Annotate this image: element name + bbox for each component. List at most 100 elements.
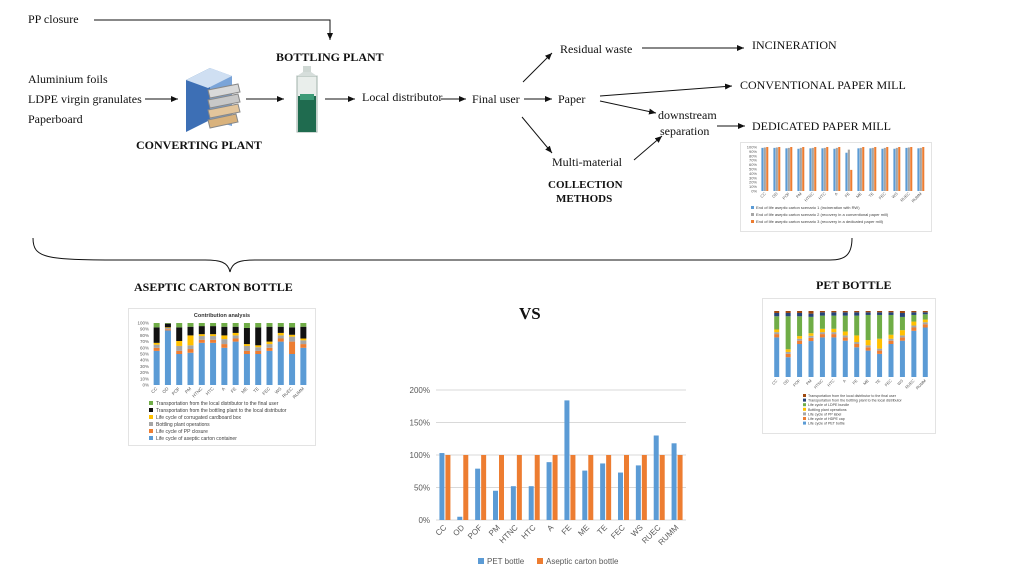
x-tick-label: FEC bbox=[609, 523, 627, 541]
eol-bar bbox=[869, 148, 872, 191]
stack-segment bbox=[842, 340, 848, 377]
carton-bar bbox=[588, 455, 594, 520]
x-tick-label: ME bbox=[576, 523, 591, 538]
stack-segment bbox=[922, 322, 928, 325]
collection-methods-line2: METHODS bbox=[556, 193, 613, 205]
stack-segment bbox=[176, 323, 183, 328]
stack-segment bbox=[831, 334, 837, 338]
legend-label: Transportation from the bottling plant t… bbox=[156, 408, 287, 414]
stack-segment bbox=[164, 329, 171, 331]
pet-bar bbox=[564, 400, 570, 520]
stack-segment bbox=[899, 337, 905, 341]
x-tick-label: FE bbox=[560, 523, 574, 537]
stack-segment bbox=[210, 336, 217, 340]
x-tick-label: WS bbox=[891, 191, 899, 199]
stack-segment bbox=[153, 327, 160, 343]
stack-segment bbox=[153, 344, 160, 348]
stack-segment bbox=[797, 340, 803, 344]
stack-segment bbox=[865, 340, 871, 346]
eol-bar bbox=[811, 147, 814, 191]
eol-bar bbox=[845, 152, 848, 191]
x-tick-label: A bbox=[220, 386, 226, 392]
stack-segment bbox=[243, 344, 250, 346]
eol-bar bbox=[871, 147, 874, 191]
stack-segment bbox=[266, 323, 273, 327]
stack-segment bbox=[785, 351, 791, 354]
downstream-line2: separation bbox=[660, 124, 710, 138]
legend-label: Life cycle of PP label bbox=[808, 412, 841, 416]
legend-swatch-carton bbox=[537, 558, 543, 564]
stack-segment bbox=[277, 335, 284, 339]
y-tick-label: 100% bbox=[747, 145, 758, 150]
stack-segment bbox=[899, 312, 905, 317]
x-tick-label: RUMM bbox=[657, 523, 681, 547]
x-tick-label: ME bbox=[855, 191, 863, 199]
y-tick-label: 30% bbox=[140, 364, 149, 369]
stack-segment bbox=[232, 332, 239, 336]
legend-label: Life cycle of LDPE bundle bbox=[808, 403, 849, 407]
carton-bar bbox=[606, 455, 612, 520]
x-tick-label: POF bbox=[171, 386, 181, 396]
stack-segment bbox=[854, 342, 860, 344]
pet-bar bbox=[510, 486, 516, 520]
eol-bar bbox=[797, 148, 800, 191]
stack-segment bbox=[842, 311, 848, 313]
stack-segment bbox=[300, 347, 307, 385]
eol-bar bbox=[802, 147, 805, 191]
stack-segment bbox=[911, 321, 917, 326]
x-tick-label: CC bbox=[759, 191, 767, 199]
eol-bar bbox=[785, 148, 788, 191]
stack-segment bbox=[797, 336, 803, 339]
legend-label: End of life aseptic carton scenario 3 (r… bbox=[756, 219, 884, 224]
paperboard-label: Paperboard bbox=[28, 112, 83, 126]
stack-segment bbox=[289, 334, 296, 337]
stack-segment bbox=[785, 353, 791, 358]
carton-bar bbox=[552, 455, 558, 520]
legend-swatch bbox=[149, 401, 153, 405]
stack-segment bbox=[232, 323, 239, 327]
carton-bar bbox=[624, 455, 629, 520]
y-tick-label: 100% bbox=[410, 451, 430, 460]
stack-segment bbox=[819, 337, 825, 377]
stack-segment bbox=[164, 327, 171, 328]
eol-bar bbox=[823, 147, 826, 191]
eol-bar bbox=[862, 147, 865, 191]
pet-bar bbox=[653, 435, 659, 520]
stack-segment bbox=[877, 350, 883, 354]
stack-segment bbox=[774, 332, 780, 335]
y-tick-label: 10% bbox=[140, 376, 149, 381]
stack-segment bbox=[153, 347, 160, 351]
stack-segment bbox=[176, 340, 183, 346]
x-tick-label: RUMM bbox=[915, 378, 927, 390]
collection-methods-line1: COLLECTION bbox=[548, 179, 623, 191]
legend-label: Bottling plant operations bbox=[808, 408, 847, 412]
stack-segment bbox=[255, 345, 262, 348]
stack-segment bbox=[922, 327, 928, 377]
carton-bar bbox=[481, 455, 487, 520]
stack-segment bbox=[277, 326, 284, 333]
y-tick-label: 80% bbox=[749, 153, 757, 158]
eol-bar bbox=[833, 148, 836, 191]
stack-segment bbox=[774, 316, 780, 330]
stack-segment bbox=[210, 339, 217, 343]
stack-segment bbox=[255, 347, 262, 351]
stack-segment bbox=[842, 331, 848, 336]
stack-segment bbox=[255, 350, 262, 354]
stack-segment bbox=[911, 330, 917, 377]
y-tick-label: 0% bbox=[751, 189, 757, 194]
pet-bar bbox=[457, 516, 463, 520]
eol-bar bbox=[874, 147, 877, 191]
y-tick-label: 90% bbox=[749, 149, 757, 154]
stack-segment bbox=[221, 335, 228, 340]
y-tick-label: 50% bbox=[414, 484, 430, 493]
x-tick-label: POF bbox=[792, 378, 802, 388]
carton-bottle-icon bbox=[293, 66, 321, 136]
aseptic-carton-bottle-title: ASEPTIC CARTON BOTTLE bbox=[134, 280, 293, 294]
y-tick-label: 90% bbox=[140, 327, 149, 332]
stack-segment bbox=[164, 323, 171, 324]
x-tick-label: A bbox=[842, 378, 848, 384]
stack-segment bbox=[797, 311, 803, 313]
stack-segment bbox=[865, 347, 871, 351]
